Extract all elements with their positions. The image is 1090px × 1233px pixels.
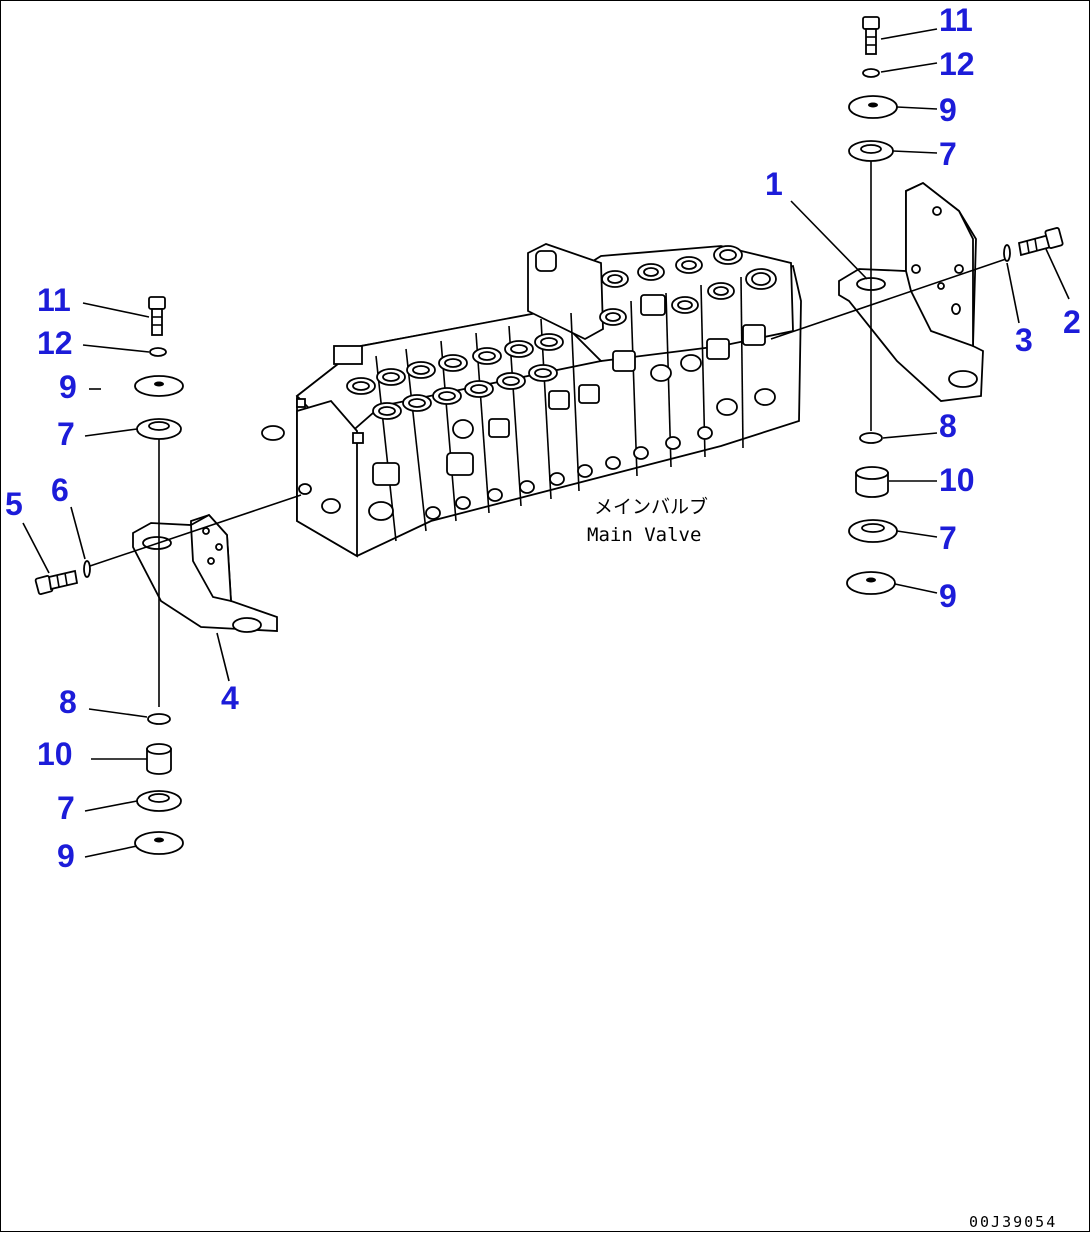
callout-3: 3 — [1015, 322, 1033, 358]
washer-part-9-left-bottom — [134, 831, 184, 855]
callout-2: 2 — [1063, 304, 1081, 340]
bolt-part-2 — [1017, 227, 1064, 257]
callout-8-right: 8 — [939, 408, 957, 444]
callout-7-left-top: 7 — [57, 416, 75, 452]
callout-4: 4 — [221, 680, 239, 716]
washer-part-9-left-top — [134, 375, 184, 397]
spring-washer-part-12-left — [149, 347, 167, 357]
callout-9-left-top: 9 — [59, 369, 77, 405]
washer-part-7-left-bottom — [136, 790, 182, 812]
callout-6: 6 — [51, 472, 69, 508]
bolt-part-5 — [34, 569, 79, 595]
main-valve: メインバルブ Main Valve — [261, 243, 802, 558]
callout-12-right: 12 — [939, 46, 975, 82]
callout-12-left: 12 — [37, 325, 73, 361]
callout-9-right-bottom: 9 — [939, 578, 957, 614]
callout-11-right: 11 — [939, 2, 973, 38]
washer-part-9-right-top — [848, 95, 898, 119]
callout-1: 1 — [765, 166, 783, 202]
left-bracket-assembly — [34, 296, 302, 855]
callout-7-right-bottom: 7 — [939, 520, 957, 556]
callout-9-right-top: 9 — [939, 92, 957, 128]
right-bracket-assembly — [770, 16, 1064, 595]
washer-part-7-right-top — [848, 140, 894, 162]
spring-washer-part-6 — [83, 560, 91, 578]
washer-part-7-right-bottom — [848, 519, 898, 543]
callout-7-right-top: 7 — [939, 136, 957, 172]
collar-part-10-right — [855, 466, 889, 498]
main-valve-label-en: Main Valve — [587, 524, 701, 546]
callout-7-left-bottom: 7 — [57, 790, 75, 826]
o-ring-part-8-left — [147, 713, 171, 725]
bolt-part-11-left — [148, 296, 166, 336]
washer-part-9-right-bottom — [846, 571, 896, 595]
collar-part-10-left — [146, 743, 172, 775]
main-valve-label-jp: メインバルブ — [594, 495, 708, 518]
spring-washer-part-12-right — [862, 68, 880, 78]
document-number: 00J39054 — [969, 1213, 1057, 1231]
callout-5: 5 — [5, 486, 23, 522]
bolt-part-11-right — [862, 16, 880, 55]
leader-lines — [22, 28, 1070, 858]
washer-part-7-left-top — [136, 418, 182, 440]
callout-10-left: 10 — [37, 736, 73, 772]
spring-washer-part-3 — [1003, 244, 1011, 262]
callout-10-right: 10 — [939, 462, 975, 498]
callout-numbers: 11 12 9 7 1 2 3 8 10 7 9 11 12 9 7 5 6 4… — [5, 2, 1081, 874]
o-ring-part-8-right — [859, 432, 883, 444]
callout-11-left: 11 — [37, 282, 71, 318]
callout-9-left-bottom: 9 — [57, 838, 75, 874]
callout-8-left: 8 — [59, 684, 77, 720]
